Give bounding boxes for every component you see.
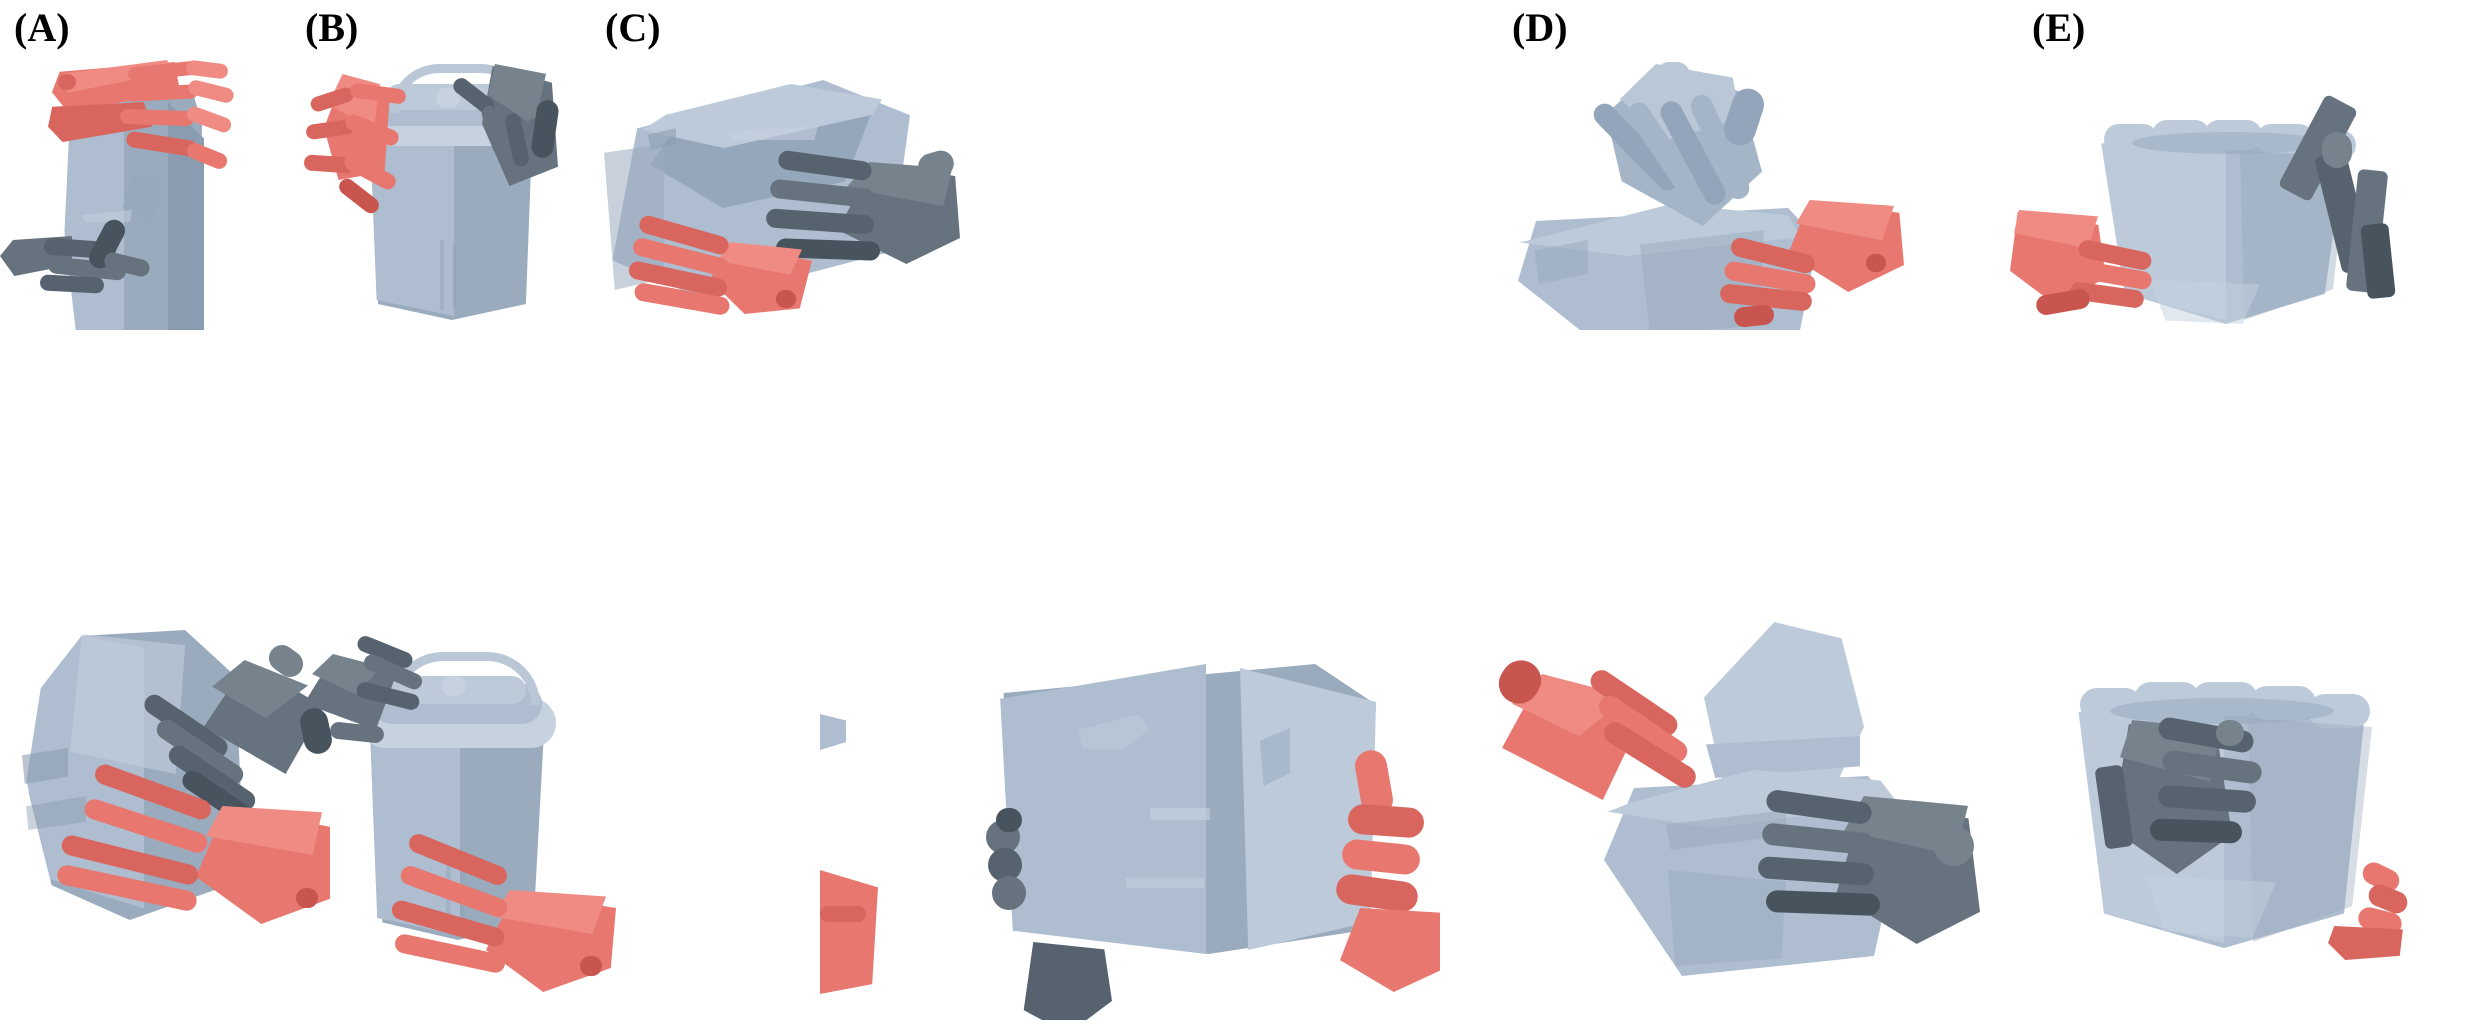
panel-a-top-render xyxy=(0,40,300,330)
red-palm-k xyxy=(2328,926,2403,960)
object-carton-facet-b2 xyxy=(22,748,68,784)
object-crate-handle-slot xyxy=(648,128,676,150)
object-box-facet-1 xyxy=(1150,808,1210,820)
panel-label-e: (E) xyxy=(2032,5,2086,50)
panel-a-bottom-render xyxy=(0,620,330,1020)
object-dbox2-shadow xyxy=(1668,870,1786,966)
red-palm-d-knob xyxy=(580,956,602,976)
red-palm-knob xyxy=(58,74,76,90)
panel-label-c: (C) xyxy=(605,5,661,50)
panel-d-bottom-render xyxy=(1480,620,1980,1020)
object-bucket2-base-highlight xyxy=(2146,876,2276,938)
red-palm-fragment-left xyxy=(820,870,878,994)
grey-finger-k4 xyxy=(2149,818,2243,844)
object-pot-stripe-2 xyxy=(452,244,456,308)
red-palm-h-knob xyxy=(1866,254,1886,272)
grey-thumb-i xyxy=(1934,826,1974,866)
red-finger-3-prox xyxy=(119,108,195,127)
grey-thumb-f xyxy=(1023,942,1112,1020)
object-box-facet-2 xyxy=(1126,878,1204,888)
object-carton-right-edge xyxy=(168,102,204,330)
object-bucket2-right-shade xyxy=(2248,718,2372,942)
panel-label-d: (D) xyxy=(1512,5,1568,50)
panel-e-bottom-render xyxy=(1980,620,2470,1020)
red-finger-fragment-left xyxy=(820,906,866,922)
grey-fingertip-f3 xyxy=(992,876,1026,910)
object-pot-stripe-1 xyxy=(440,240,444,310)
panel-b-bottom-render xyxy=(290,620,620,1020)
panel-d-top-render xyxy=(1480,40,1910,330)
panel-b-top-render xyxy=(290,40,610,330)
object-bucket2-mouth xyxy=(2110,698,2334,724)
object-bucket-mouth xyxy=(2132,132,2328,154)
object-bucket-base-highlight xyxy=(2150,280,2260,324)
grey-finger-i4 xyxy=(1765,890,1881,916)
panel-c-top-render xyxy=(590,40,970,330)
grey-knuckle-k xyxy=(2216,720,2244,746)
object-pot-lid-knob xyxy=(436,88,460,108)
grey-thumb-d xyxy=(297,705,335,757)
object-pot-body-d-left xyxy=(369,720,460,936)
red-palm-e-knob xyxy=(776,290,796,308)
object-fragment-left xyxy=(820,714,846,750)
red-finger-g2 xyxy=(1347,803,1425,839)
grey-fingertip-f0 xyxy=(996,808,1022,832)
grey-knuckle-j xyxy=(2322,132,2352,168)
panel-c-bottom-render xyxy=(820,620,1440,1020)
object-pot-lid-knob-d xyxy=(442,676,466,696)
panel-label-a: (A) xyxy=(14,5,70,50)
panel-label-b: (B) xyxy=(305,5,359,50)
red-palm-b-knob xyxy=(296,888,318,908)
red-finger-1-dist xyxy=(185,59,229,80)
grey-finger-a3 xyxy=(39,274,105,294)
panel-e-top-render xyxy=(2000,40,2470,330)
blue-palm-h-knob xyxy=(1656,62,1690,88)
